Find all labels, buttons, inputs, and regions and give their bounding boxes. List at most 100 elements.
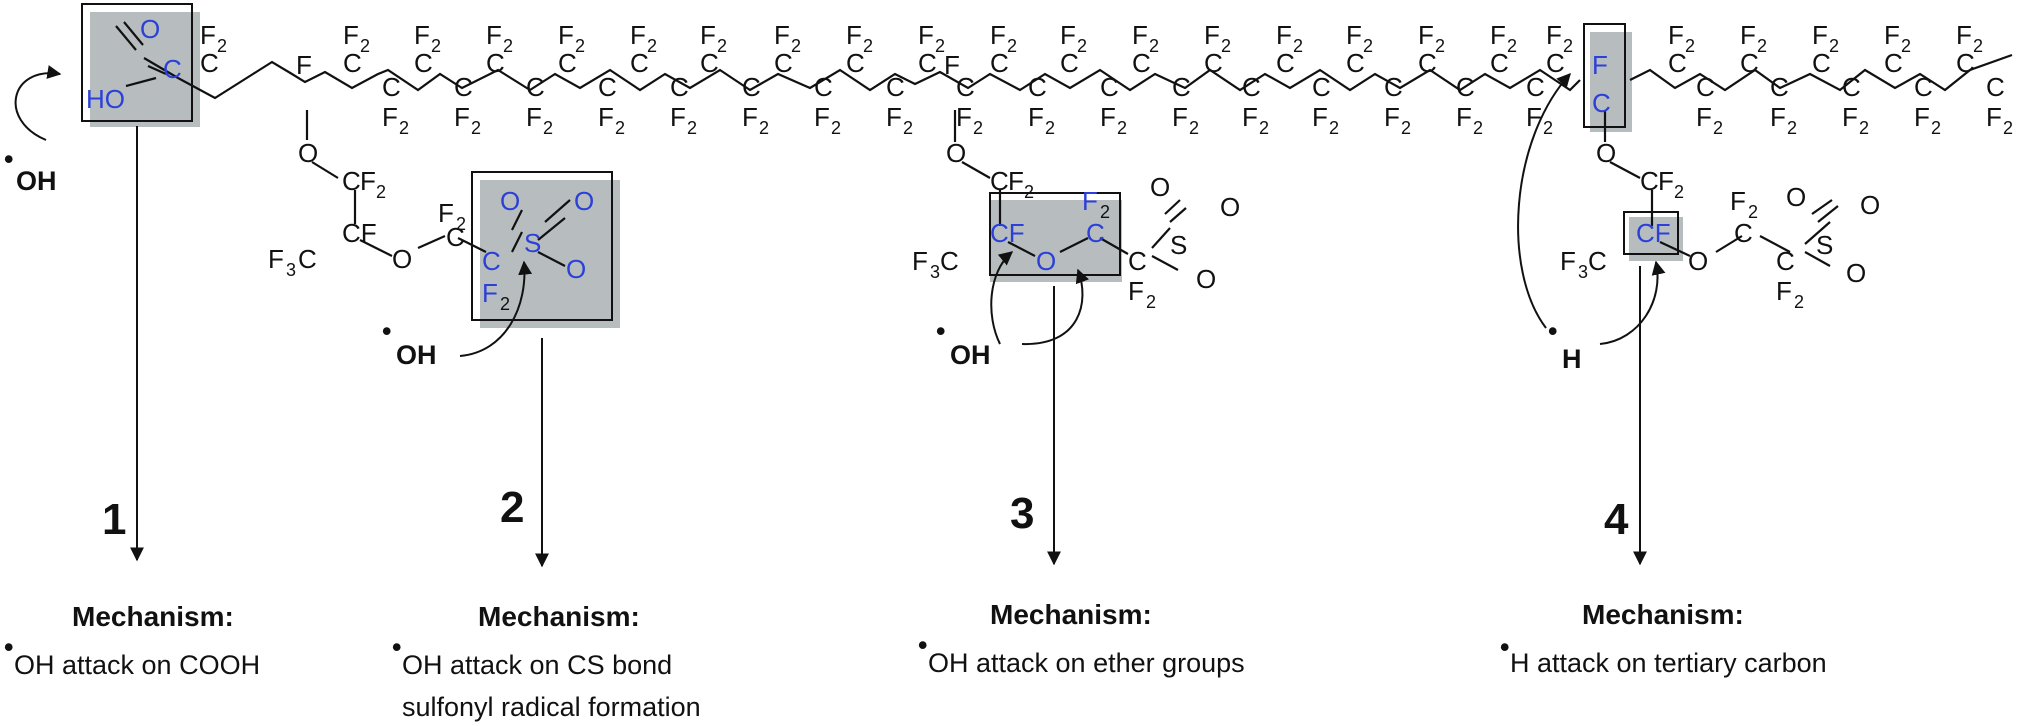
atom-hydroxyl: HO [86,84,125,114]
backbone-f2-subscript-19: 2 [1563,36,1573,56]
backbone-fluorine-18: F [1490,20,1506,50]
atom-tertiary-f-1: F [296,50,312,80]
mechanism-3-line-1: OH attack on ether groups [928,648,1245,678]
radical-oh-2: OH [396,340,437,370]
backbone-f2-subscript-2: 2 [360,36,370,56]
backbone-f2-subscript-28: 2 [615,118,625,138]
atom-ether-o-3a: O [1596,138,1616,168]
ether-highlight-box [989,192,1121,276]
backbone-carbon-3: C [414,48,433,78]
atom-sulfonyl-o-7: O [1786,182,1806,212]
backbone-f2-subscript-17: 2 [1435,36,1445,56]
backbone-f2-subscript-46: 2 [2003,118,2013,138]
backbone-f2-subscript-32: 2 [903,118,913,138]
backbone-fluorine-40: F [1456,102,1472,132]
backbone-fluorine-30: F [742,102,758,132]
atom-sulfur-2: S [1170,230,1187,260]
backbone-carbon-46: C [1986,72,2005,102]
backbone-f2-subscript-7: 2 [717,36,727,56]
backbone-carbon-21: C [1740,48,1759,78]
backbone-carbon-41: C [1526,72,1545,102]
sub-2: 2 [1146,292,1156,312]
backbone-fluorine-45: F [1914,102,1930,132]
backbone-f2-subscript-41: 2 [1543,118,1553,138]
backbone-carbon-40: C [1456,72,1475,102]
step-number-3: 3 [1010,489,1034,538]
atom-c-2: C [446,222,465,252]
mechanism-1-title: Mechanism: [72,601,234,632]
side-chain-3-labels: O C F 2 F 3 C CF O F 2 C C F 2 O S O O [1560,138,1880,312]
backbone-f2-subscript-33: 2 [973,118,983,138]
backbone-f2-subscript-22: 2 [1829,36,1839,56]
radical-oh-3: OH [950,340,991,370]
step-number-1: 1 [102,495,126,544]
atom-f-8: F [1730,186,1746,216]
backbone-fluorine-31: F [814,102,830,132]
atom-c-4: C [990,166,1009,196]
caption-dot-1: • [4,632,13,662]
backbone-fluorine-11: F [990,20,1006,50]
backbone-f2-subscript-42: 2 [1713,118,1723,138]
atom-tertiary-f-3: F [1592,50,1608,80]
backbone-fluorine-6: F [630,20,646,50]
backbone-carbon-12: C [1060,48,1079,78]
backbone-fluorine-44: F [1842,102,1858,132]
mechanism-4-line-1: H attack on tertiary carbon [1510,648,1827,678]
backbone-carbon-35: C [1100,72,1119,102]
attack-arrow-3a [990,251,1014,345]
sub-3: 3 [1578,262,1588,282]
sub-3: 3 [930,262,940,282]
atom-f-6: F [1128,276,1144,306]
side-chain-2-labels: O C F 2 F 3 C CF O F 2 C C F 2 O S O O [912,138,1240,312]
backbone-fluorine-7: F [700,20,716,50]
atom-f-2: F [438,198,454,228]
attack-arrow-2 [459,260,533,357]
backbone-f2-subscript-25: 2 [399,118,409,138]
backbone-carbon-27: C [526,72,545,102]
backbone-fluorine-14: F [1204,20,1220,50]
backbone-f2-subscript-38: 2 [1329,118,1339,138]
atom-sulfonyl-o-4: O [1150,172,1170,202]
step-numbers: 1 2 3 4 [102,483,1629,544]
atom-f-1: F [360,166,376,196]
atom-ether-o-1b: O [392,244,412,274]
backbone-carbon-1: C [200,48,219,78]
step-number-2: 2 [500,483,524,532]
backbone-f2-subscript-5: 2 [575,36,585,56]
backbone-fluorine-37: F [1242,102,1258,132]
atom-c-1: C [342,166,361,196]
backbone-f2-subscript-34: 2 [1045,118,1055,138]
backbone-carbon-42: C [1696,72,1715,102]
atom-f-7: F [1658,166,1674,196]
atom-ether-o-2a: O [946,138,966,168]
atom-ether-o-2b: O [1036,246,1056,276]
atom-cf-1: CF [342,218,377,248]
backbone-fluorine-32: F [886,102,902,132]
caption-dot-3: • [918,630,927,660]
backbone-fluorine-5: F [558,20,574,50]
backbone-fluorine-10: F [918,20,934,50]
backbone-carbon-24: C [1956,48,1975,78]
backbone-carbon-18: C [1490,48,1509,78]
backbone-fluorine-26: F [454,102,470,132]
backbone-f2-subscript-23: 2 [1901,36,1911,56]
backbone-fluorine-35: F [1100,102,1116,132]
backbone-carbon-45: C [1914,72,1933,102]
backbone-fluorine-22: F [1812,20,1828,50]
carboxyl-bonds [115,21,179,88]
backbone-carbon-2: C [343,48,362,78]
sub-2: 2 [1100,202,1110,222]
atom-f3c-3-c: C [1588,246,1607,276]
backbone-fluorine-17: F [1418,20,1434,50]
radical-dot-1: • [4,144,13,174]
backbone-carbon-32: C [886,72,905,102]
backbone-carbon-11: C [990,48,1009,78]
backbone-fluorine-16: F [1346,20,1362,50]
radical-dot-3: • [936,316,945,346]
sub-2: 2 [1748,202,1758,222]
mechanism-2-title: Mechanism: [478,601,640,632]
radical-dot-4: • [1548,316,1557,346]
attack-arrow-1 [14,65,62,141]
backbone-carbon-20: C [1668,48,1687,78]
